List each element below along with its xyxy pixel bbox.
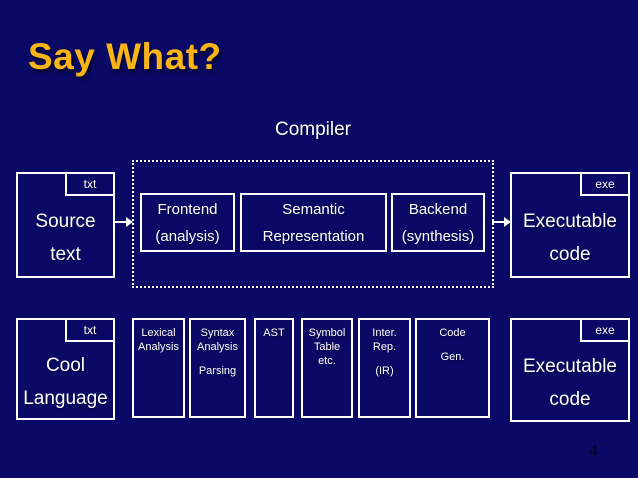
executable-file-type-tab-bottom: exe bbox=[580, 318, 630, 342]
executable-bottom-label-line1: Executable bbox=[522, 356, 617, 377]
frontend-label-line1: Frontend bbox=[157, 200, 218, 218]
frontend-label-line2: (analysis) bbox=[155, 227, 220, 245]
semantic-label-line1: Semantic bbox=[282, 200, 345, 218]
backend-label-line1: Backend bbox=[408, 200, 468, 218]
compiler-dashed-boundary bbox=[132, 160, 494, 288]
source-text-box: txt Source text bbox=[16, 172, 115, 278]
executable-bottom-label-line2: code bbox=[549, 389, 591, 410]
page-number: 4 bbox=[589, 443, 598, 460]
symbol-label-line3: etc. bbox=[318, 355, 336, 367]
ir-label-line2: Rep. bbox=[372, 341, 397, 353]
syntax-analysis-box: Syntax Analysis Parsing bbox=[189, 318, 246, 418]
cool-label-line2: Language bbox=[23, 388, 108, 409]
executable-top-label-line2: code bbox=[549, 244, 591, 265]
ast-box: AST bbox=[254, 318, 294, 418]
syntax-label-line1: Syntax bbox=[200, 327, 235, 339]
frontend-stage-box: Frontend (analysis) bbox=[140, 193, 235, 252]
executable-code-box-bottom: exe Executable code bbox=[510, 318, 630, 422]
syntax-label-line3: Parsing bbox=[198, 365, 237, 377]
lexical-analysis-box: Lexical Analysis bbox=[132, 318, 185, 418]
ir-label-line3: (IR) bbox=[375, 365, 394, 377]
slide-title: Say What? bbox=[28, 36, 222, 77]
codegen-label-line1: Code bbox=[439, 327, 466, 339]
executable-top-label-line1: Executable bbox=[522, 211, 617, 232]
syntax-label-line2: Analysis bbox=[197, 341, 238, 353]
backend-stage-box: Backend (synthesis) bbox=[391, 193, 485, 252]
symbol-table-box: Symbol Table etc. bbox=[301, 318, 353, 418]
lexical-label-line2: Analysis bbox=[138, 341, 179, 353]
cool-file-type-tab: txt bbox=[65, 318, 115, 342]
semantic-representation-box: Semantic Representation bbox=[240, 193, 387, 252]
source-text-label-line1: Source bbox=[35, 211, 96, 232]
intermediate-representation-box: Inter. Rep. (IR) bbox=[358, 318, 411, 418]
codegen-label-line2: Gen. bbox=[440, 351, 465, 363]
cool-language-box: txt Cool Language bbox=[16, 318, 115, 420]
semantic-label-line2: Representation bbox=[262, 227, 365, 245]
compiler-label: Compiler bbox=[274, 119, 352, 140]
cool-label-line1: Cool bbox=[45, 355, 86, 376]
backend-label-line2: (synthesis) bbox=[401, 227, 475, 245]
ir-label-line1: Inter. bbox=[372, 327, 397, 339]
executable-code-box-top: exe Executable code bbox=[510, 172, 630, 278]
code-gen-box: Code Gen. bbox=[415, 318, 490, 418]
lexical-label-line1: Lexical bbox=[141, 327, 176, 339]
symbol-label-line1: Symbol bbox=[308, 327, 346, 339]
source-text-label-line2: text bbox=[50, 244, 81, 265]
ast-label: AST bbox=[263, 327, 285, 339]
arrow-source-to-compiler bbox=[114, 217, 133, 227]
executable-file-type-tab-top: exe bbox=[580, 172, 630, 196]
symbol-label-line2: Table bbox=[313, 341, 341, 353]
arrow-compiler-to-executable bbox=[492, 217, 511, 227]
source-file-type-tab: txt bbox=[65, 172, 115, 196]
